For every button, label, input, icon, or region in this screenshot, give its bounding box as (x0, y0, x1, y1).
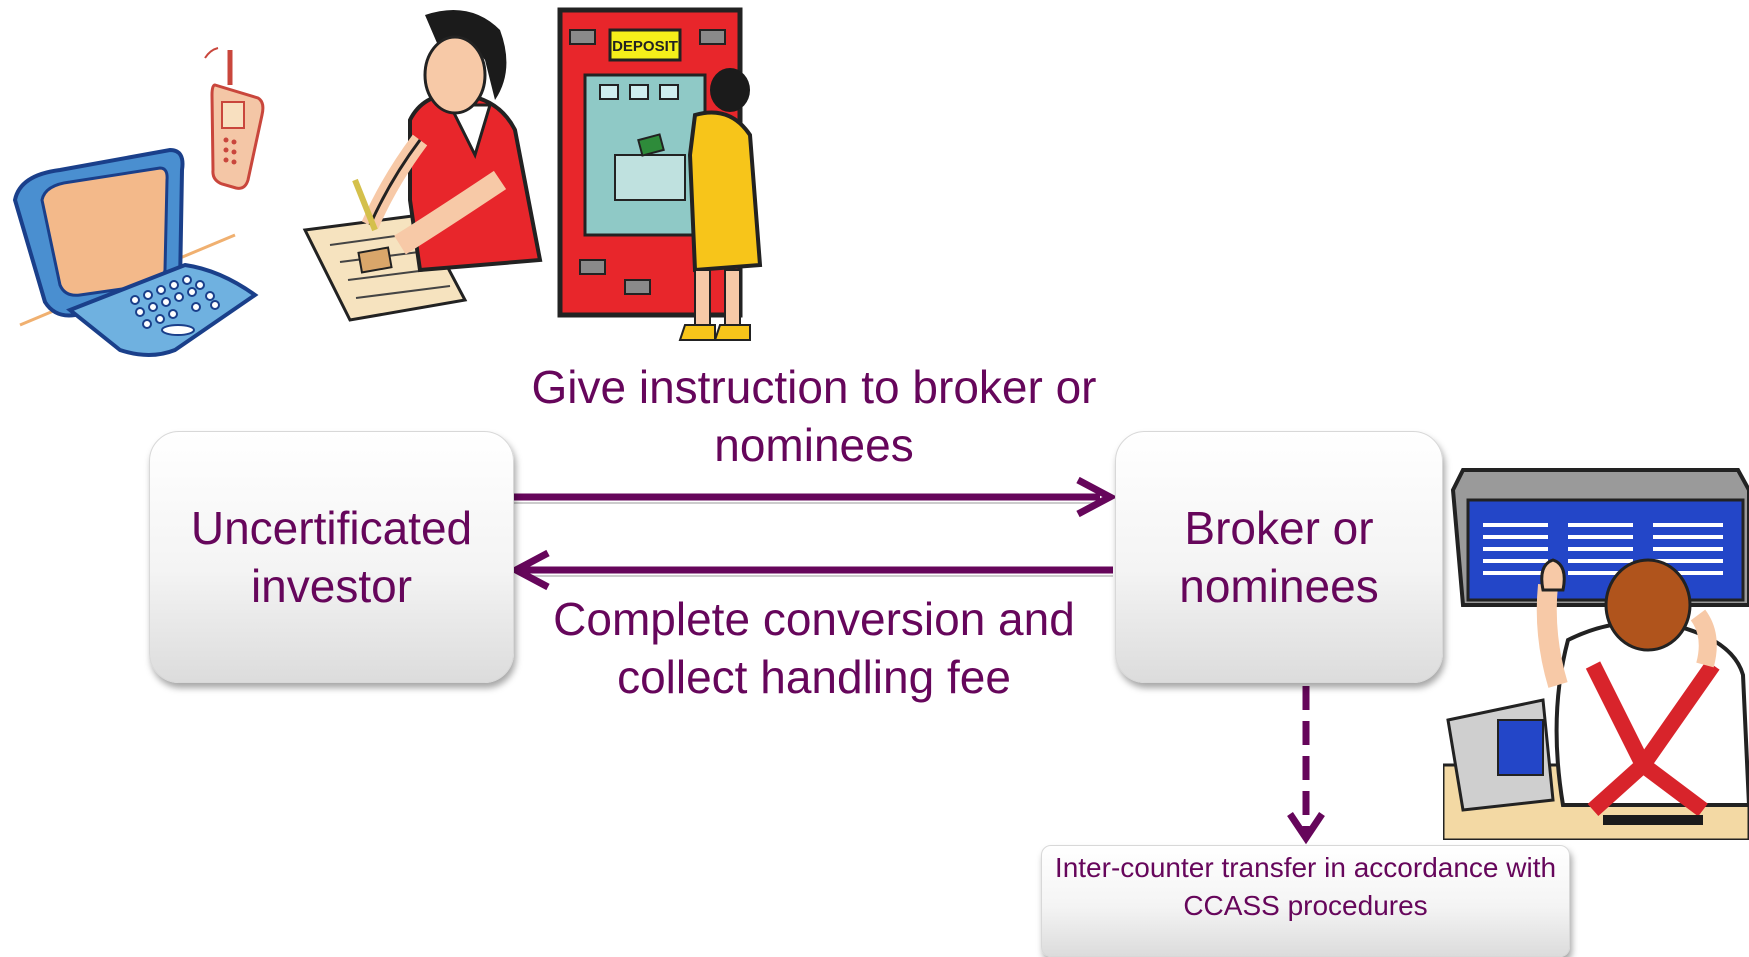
atm-deposit-clipart: DEPOSIT (557, 7, 763, 341)
arrow-inter-counter-transfer (1287, 686, 1325, 845)
node-label-broker: Broker or nominees (1179, 502, 1379, 612)
node-uncertificated-investor: Uncertificated investor (149, 431, 514, 683)
node-broker-or-nominees: Broker or nominees (1115, 431, 1443, 683)
edge-label-complete-conversion: Complete conversion and collect handling… (553, 593, 1075, 703)
node-inter-counter-transfer: Inter-counter transfer in accordance wit… (1041, 845, 1570, 957)
node-label-ccass: Inter-counter transfer in accordance wit… (1054, 852, 1557, 921)
laptop-clipart (12, 47, 265, 357)
trader-clipart (1443, 468, 1749, 840)
woman-writing-clipart (302, 10, 543, 322)
arrow-give-instruction (512, 476, 1118, 518)
node-label-investor: Uncertificated investor (190, 502, 473, 612)
atm-sign: DEPOSIT (612, 38, 678, 55)
arrow-complete-conversion (508, 549, 1113, 591)
edge-label-give-instruction: Give instruction to broker or nominees (531, 361, 1097, 471)
